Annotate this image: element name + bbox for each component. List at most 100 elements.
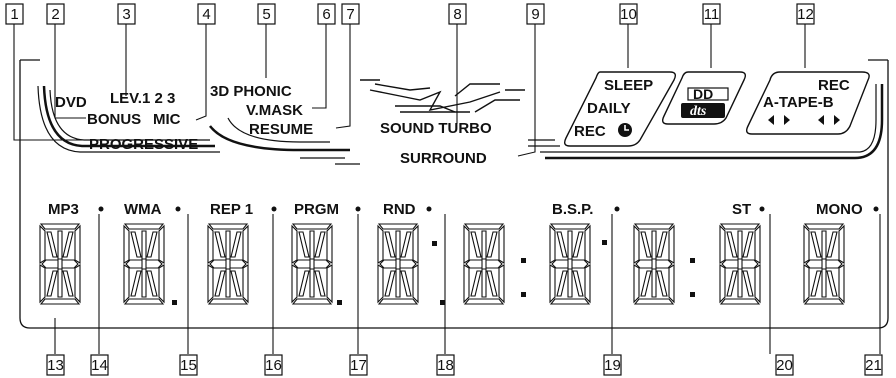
digit-label-4: RND — [383, 201, 416, 218]
display-frame — [19, 60, 889, 329]
level-indicator: LEV.1 2 3 — [110, 90, 175, 107]
svg-text:6: 6 — [322, 6, 330, 23]
svg-text:14: 14 — [91, 357, 108, 374]
indicator-dot — [614, 206, 620, 212]
svg-text:12: 12 — [797, 6, 814, 23]
indicator-dot — [426, 206, 432, 212]
callout-2: 2 — [46, 3, 65, 25]
decimal-point — [521, 258, 526, 263]
resume-indicator: RESUME — [249, 121, 313, 138]
segment-digit — [377, 223, 419, 305]
segment-digit — [291, 223, 333, 305]
indicator-dot — [98, 206, 104, 212]
svg-text:18: 18 — [437, 357, 454, 374]
indicator-dot — [175, 206, 181, 212]
callout-15: 15 — [179, 354, 198, 376]
vmask-indicator: V.MASK — [246, 102, 303, 119]
callout-17: 17 — [349, 354, 368, 376]
right-deco-band — [528, 84, 884, 160]
callout-20: 20 — [775, 354, 794, 376]
svg-text:8: 8 — [453, 6, 461, 23]
sleep-indicator: SLEEP — [604, 77, 653, 94]
svg-text:4: 4 — [202, 6, 210, 23]
svg-text:dts: dts — [690, 104, 707, 119]
indicator-dot — [271, 206, 277, 212]
leader-line — [54, 24, 86, 119]
callout-10: 10 — [619, 3, 638, 25]
leader-line — [335, 24, 351, 129]
callout-13: 13 — [46, 354, 65, 376]
svg-text:9: 9 — [531, 6, 539, 23]
digit-label-0: MP3 — [48, 201, 79, 218]
dvd-indicator: DVD — [55, 94, 87, 111]
decimal-point — [337, 300, 342, 305]
3d-phonic-indicator: 3D PHONIC — [210, 83, 292, 100]
leader-line — [195, 24, 207, 121]
svg-text:15: 15 — [180, 357, 197, 374]
svg-text:5: 5 — [262, 6, 270, 23]
rec-timer-indicator: REC — [574, 123, 606, 140]
callout-5: 5 — [257, 3, 276, 25]
svg-text:1: 1 — [10, 6, 18, 23]
rec-indicator: REC — [818, 77, 850, 94]
decimal-point — [602, 240, 607, 245]
segment-digit — [39, 223, 81, 305]
callout-8: 8 — [448, 3, 467, 25]
segment-digit — [207, 223, 249, 305]
indicator-dot — [355, 206, 361, 212]
leader-line — [517, 24, 536, 157]
tape-direction-a-icon — [768, 115, 790, 125]
daily-indicator: DAILY — [587, 100, 631, 117]
callout-19: 19 — [603, 354, 622, 376]
callout-3: 3 — [117, 3, 136, 25]
svg-text:21: 21 — [865, 357, 882, 374]
segment-digit — [719, 223, 761, 305]
digit-label-2: REP 1 — [210, 201, 253, 218]
callout-9: 9 — [526, 3, 545, 25]
svg-text:11: 11 — [704, 6, 720, 23]
leader-line — [312, 24, 327, 109]
callout-6: 6 — [317, 3, 336, 25]
callout-12: 12 — [796, 3, 815, 25]
svg-text:19: 19 — [604, 357, 621, 374]
decimal-point — [172, 300, 177, 305]
segment-digit — [549, 223, 591, 305]
tape-direction-b-icon — [818, 115, 840, 125]
sound-turbo-indicator: SOUND TURBO — [380, 120, 492, 137]
callout-14: 14 — [90, 354, 109, 376]
sound-turbo-graphic — [360, 79, 525, 113]
surround-indicator: SURROUND — [400, 150, 487, 167]
svg-text:7: 7 — [346, 6, 354, 23]
progressive-indicator: PROGRESSIVE — [89, 136, 198, 153]
indicator-dot — [759, 206, 765, 212]
svg-text:13: 13 — [47, 357, 64, 374]
svg-text:17: 17 — [350, 357, 367, 374]
clock-icon — [618, 123, 632, 137]
mic-indicator: MIC — [153, 111, 181, 128]
digit-label-1: WMA — [124, 201, 162, 218]
digit-label-7: MONO — [816, 201, 863, 218]
callout-11: 11 — [702, 3, 721, 25]
decimal-point — [432, 241, 437, 246]
timer-box — [563, 71, 677, 147]
svg-text:2: 2 — [51, 6, 59, 23]
indicator-dot — [873, 206, 879, 212]
digit-label-5: B.S.P. — [552, 201, 593, 218]
svg-text:3: 3 — [122, 6, 130, 23]
callout-16: 16 — [264, 354, 283, 376]
decimal-point — [521, 292, 526, 297]
callout-21: 21 — [864, 354, 883, 376]
svg-text:10: 10 — [620, 6, 637, 23]
decimal-point — [690, 292, 695, 297]
callout-1: 1 — [5, 3, 24, 25]
left-deco-band — [37, 85, 360, 165]
segment-digit — [123, 223, 165, 305]
callout-7: 7 — [341, 3, 360, 25]
bonus-indicator: BONUS — [87, 111, 141, 128]
digit-label-3: PRGM — [294, 201, 339, 218]
segment-digit — [633, 223, 675, 305]
digit-label-6: ST — [732, 201, 751, 218]
tape-box — [745, 71, 870, 135]
a-tape-b-indicator: A-TAPE-B — [763, 94, 834, 111]
